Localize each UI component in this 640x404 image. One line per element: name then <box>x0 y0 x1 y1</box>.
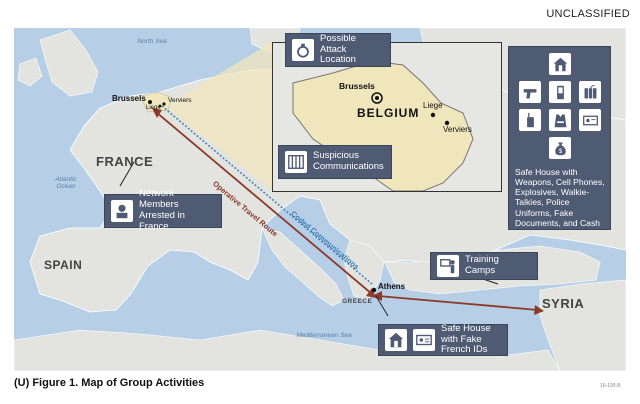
inset-belgium-label: BELGIUM <box>357 106 420 120</box>
arrested-label: Network Members Arrested in France <box>139 188 185 232</box>
liege-label: Liege <box>146 105 161 111</box>
figure-caption: (U) Figure 1. Map of Group Activities <box>14 377 205 389</box>
mediterranean-label: Mediterranean Sea <box>296 332 352 339</box>
instructor-icon <box>437 255 459 277</box>
route-arrow-athens <box>372 291 382 301</box>
inset-brussels-label: Brussels <box>339 81 375 91</box>
travel-arrow-head-north <box>152 108 162 118</box>
athens-syria-route <box>377 295 539 311</box>
training-callout: Training Camps <box>430 252 538 280</box>
comms-callout: Suspicious Communications <box>278 145 392 179</box>
house-icon <box>385 329 407 351</box>
greece-label: GREECE <box>342 298 373 305</box>
verviers-safehouse-panel: $ Safe House with Weapons, Cell Phones, … <box>508 46 611 230</box>
france-label: FRANCE <box>96 154 154 169</box>
figure-reference: 16-199-B <box>600 383 621 389</box>
verviers-safehouse-label: Safe House with Weapons, Cell Phones, Ex… <box>515 167 605 228</box>
attack-location-label: Possible Attack Location <box>320 32 356 66</box>
athens-dot <box>371 287 377 293</box>
id-card-icon <box>579 109 601 131</box>
coded-communications-route <box>161 105 373 285</box>
inset-verviers-label: Verviers <box>443 125 472 134</box>
training-label: Training Camps <box>465 254 499 276</box>
cell-phone-icon <box>549 81 571 103</box>
money-bag-icon: $ <box>549 137 571 159</box>
athens-safehouse-leader-line <box>375 295 389 317</box>
svg-text:$: $ <box>558 148 562 154</box>
inset-attack-target <box>371 92 383 104</box>
inset-highlight-cone <box>150 42 272 190</box>
classification-marking: UNCLASSIFIED <box>546 8 630 20</box>
syria-label: SYRIA <box>542 296 585 311</box>
prison-bars-icon <box>285 151 307 173</box>
house-icon <box>549 53 571 75</box>
belgium-highlight <box>139 91 173 113</box>
verviers-label: Verviers <box>168 97 192 104</box>
athens-label: Athens <box>378 282 406 291</box>
route-arrow-syria <box>534 305 544 315</box>
arrested-leader-line <box>119 161 135 187</box>
north-sea-label: North Sea <box>137 38 167 45</box>
id-card-icon <box>413 329 435 351</box>
athens-safehouse-label: Safe House with Fake French IDs <box>441 322 491 356</box>
liege-dot <box>158 104 162 108</box>
pistol-icon <box>519 81 541 103</box>
explosive-icon <box>579 81 601 103</box>
walkie-talkie-icon <box>519 109 541 131</box>
spain-label: SPAIN <box>44 258 83 272</box>
grenade-icon <box>292 39 314 61</box>
inset-verviers-dot <box>444 120 450 126</box>
verviers-dot <box>162 102 166 106</box>
arrested-callout: Network Members Arrested in France <box>104 188 222 232</box>
attack-location-callout: Possible Attack Location <box>285 33 391 67</box>
inset-liege-dot <box>430 112 436 118</box>
prisoner-icon <box>111 200 133 222</box>
athens-safehouse-callout: Safe House with Fake French IDs <box>378 322 508 356</box>
brussels-label: Brussels <box>112 94 146 103</box>
operative-travel-route <box>155 111 373 295</box>
inset-liege-label: Liege <box>423 101 443 110</box>
brussels-dot <box>148 100 152 104</box>
atlantic-label: Atlantic Ocean <box>55 176 77 190</box>
police-vest-icon <box>549 109 571 131</box>
comms-label: Suspicious Communications <box>313 150 384 172</box>
